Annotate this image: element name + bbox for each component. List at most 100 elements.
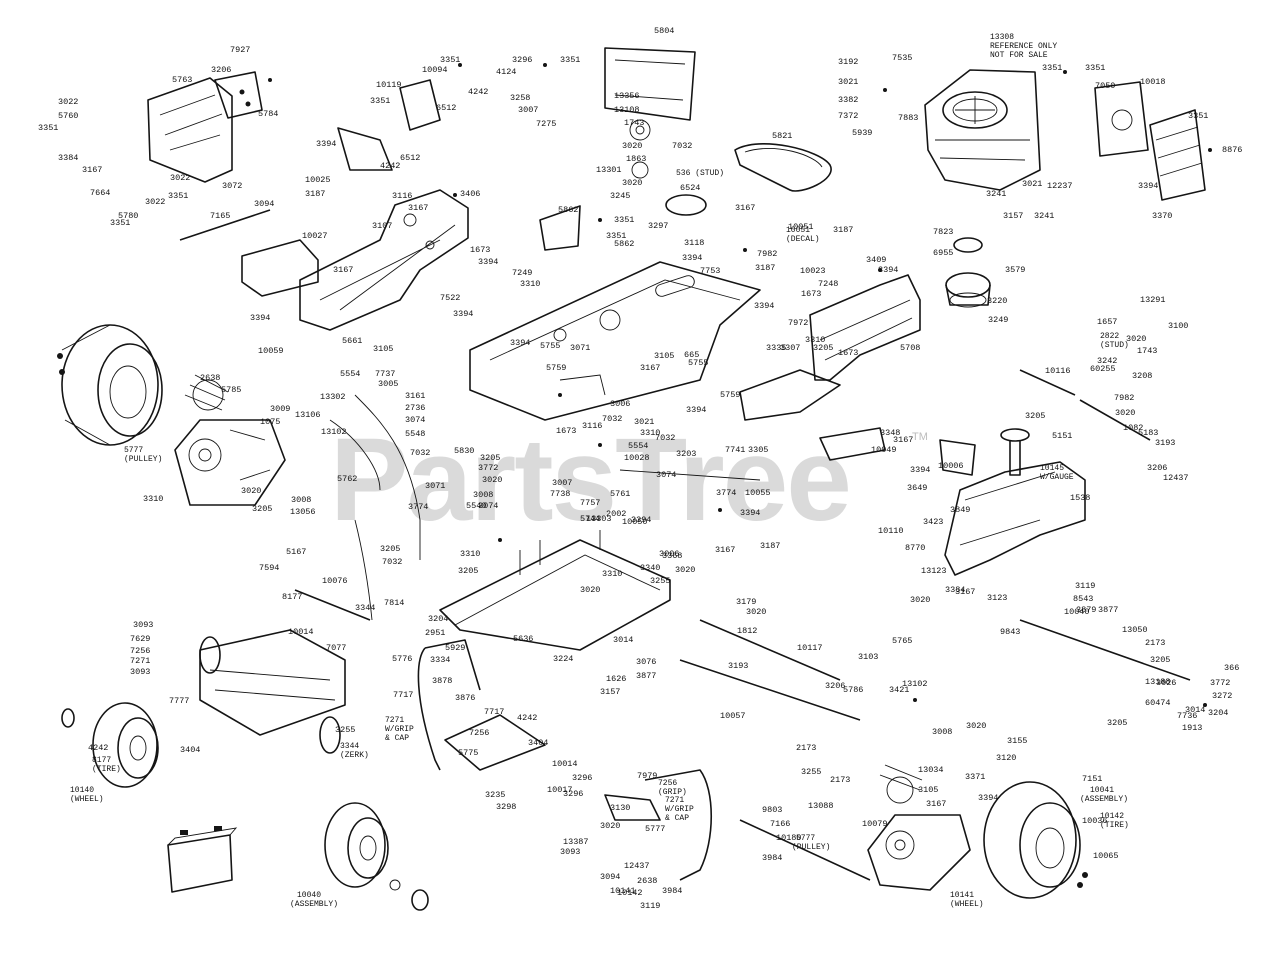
part-callout: 5636 xyxy=(513,634,533,644)
part-callout: 3876 xyxy=(455,693,475,703)
part-callout: 7823 xyxy=(933,227,953,237)
part-callout: 3404 xyxy=(528,738,548,748)
part-callout: 10065 xyxy=(1093,851,1119,861)
part-callout: 3394 xyxy=(878,265,898,275)
note-grip-cap2-c: & CAP xyxy=(665,814,689,823)
part-callout: 3161 xyxy=(405,391,425,401)
note-stud-right: (STUD) xyxy=(1100,341,1129,350)
part-callout: 7522 xyxy=(440,293,460,303)
part-callout: 3351 xyxy=(1085,63,1105,73)
part-callout: 10076 xyxy=(322,576,348,586)
part-callout: 1812 xyxy=(737,626,757,636)
mounting-bracket-left xyxy=(241,79,441,297)
left-transaxle xyxy=(174,374,286,506)
part-callout: 10025 xyxy=(305,175,331,185)
part-callout: 13102 xyxy=(321,427,347,437)
part-callout: 5821 xyxy=(772,131,792,141)
part-callout: 2173 xyxy=(796,743,816,753)
part-callout: 3167 xyxy=(735,203,755,213)
part-callout: 3296 xyxy=(512,55,532,65)
part-callout: 10018 xyxy=(1140,77,1166,87)
part-callout: 3130 xyxy=(610,803,630,813)
part-callout: 3297 xyxy=(648,221,668,231)
part-callout: 10117 xyxy=(797,643,823,653)
part-callout: 3394 xyxy=(250,313,270,323)
part-callout: 5540 xyxy=(466,501,486,511)
part-callout: 3406 xyxy=(460,189,480,199)
part-callout: 5167 xyxy=(286,547,306,557)
part-callout: 1626 xyxy=(606,674,626,684)
part-callout: 13303 xyxy=(586,514,612,524)
note-grip-cap1-b: W/GRIP xyxy=(385,725,414,734)
part-callout: 5554 xyxy=(340,369,360,379)
part-callout: 3351 xyxy=(606,231,626,241)
part-callout: 3157 xyxy=(1003,211,1023,221)
part-callout: 5862 xyxy=(614,239,634,249)
part-callout: 3205 xyxy=(1107,718,1127,728)
part-callout: 3118 xyxy=(684,238,704,248)
part-callout: 3167 xyxy=(926,799,946,809)
part-callout: 10110 xyxy=(878,526,904,536)
part-callout: 3187 xyxy=(755,263,775,273)
part-callout: 7594 xyxy=(259,563,279,573)
part-callout: 10116 xyxy=(1045,366,1071,376)
part-callout: 10050 xyxy=(622,517,648,527)
part-callout: 5776 xyxy=(392,654,412,664)
note-left-wheel-num: 10140 xyxy=(70,786,94,795)
part-callout: 3021 xyxy=(838,77,858,87)
part-callout: 10049 xyxy=(871,445,897,455)
note-gauge-num: 10145 xyxy=(1040,464,1064,473)
note-front-asm: (ASSEMBLY) xyxy=(290,900,338,909)
part-callout: 5755 xyxy=(540,341,560,351)
part-callout: 10051 xyxy=(788,222,814,232)
part-callout: 3116 xyxy=(392,191,412,201)
note-grip: (GRIP) xyxy=(658,788,687,797)
part-callout: 3305 xyxy=(748,445,768,455)
part-callout: 3071 xyxy=(425,481,445,491)
part-callout: 4242 xyxy=(468,87,488,97)
clutch-pulley xyxy=(945,237,991,308)
rear-bracket-assembly xyxy=(147,71,263,183)
part-callout: 3008 xyxy=(291,495,311,505)
part-callout: 60474 xyxy=(1145,698,1171,708)
part-callout: 1082 xyxy=(1123,423,1143,433)
part-callout: 3094 xyxy=(254,199,274,209)
part-callout: 5785 xyxy=(221,385,241,395)
part-callout: 3335 xyxy=(766,343,786,353)
part-callout: 3272 xyxy=(1212,691,1232,701)
part-callout: 2173 xyxy=(830,775,850,785)
part-callout: 3009 xyxy=(270,404,290,414)
part-callout: 12237 xyxy=(1047,181,1073,191)
part-callout: 3205 xyxy=(1025,411,1045,421)
part-callout: 3167 xyxy=(82,165,102,175)
part-callout: 1673 xyxy=(801,289,821,299)
part-callout: 3334 xyxy=(430,655,450,665)
part-callout: 3157 xyxy=(600,687,620,697)
part-callout: 4242 xyxy=(517,713,537,723)
note-grip-cap1-c: & CAP xyxy=(385,734,409,743)
part-callout: 13102 xyxy=(902,679,928,689)
part-callout: 3348 xyxy=(880,428,900,438)
part-callout: 9803 xyxy=(762,805,782,815)
part-callout: 13123 xyxy=(921,566,947,576)
part-callout: 3020 xyxy=(966,721,986,731)
note-grip-num: 7256 xyxy=(658,779,677,788)
part-callout: 7814 xyxy=(384,598,404,608)
part-callout: 5804 xyxy=(654,26,674,36)
part-callout: 3298 xyxy=(496,802,516,812)
part-callout: 7077 xyxy=(326,643,346,653)
part-callout: 1075 xyxy=(260,417,280,427)
part-callout: 6524 xyxy=(680,183,700,193)
part-callout: 3020 xyxy=(622,178,642,188)
part-callout: 3167 xyxy=(715,545,735,555)
part-callout: 7883 xyxy=(898,113,918,123)
part-callout: 3351 xyxy=(370,96,390,106)
part-callout: 60255 xyxy=(1090,364,1116,374)
part-callout: 3371 xyxy=(965,772,985,782)
part-callout: 5755 xyxy=(688,358,708,368)
part-callout: 3774 xyxy=(716,488,736,498)
part-callout: 3877 xyxy=(636,671,656,681)
part-callout: 3384 xyxy=(58,153,78,163)
watermark-trademark: TM xyxy=(912,431,928,443)
